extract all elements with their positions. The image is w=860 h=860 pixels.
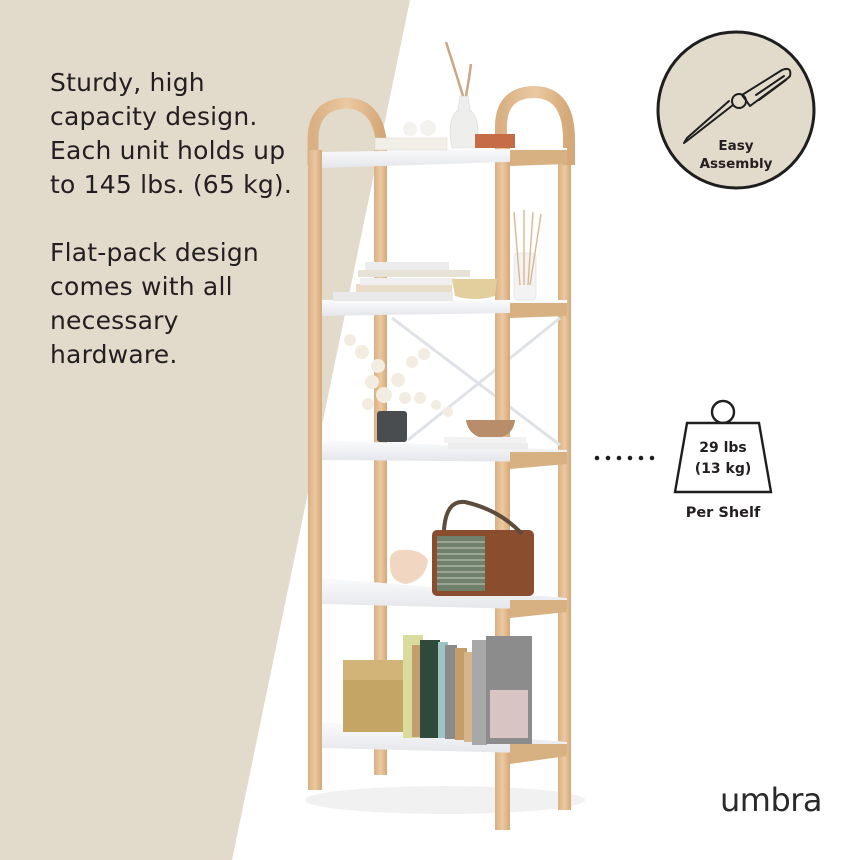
shelf-2-decor bbox=[333, 210, 542, 301]
front-left-leg bbox=[308, 150, 322, 790]
back-right-leg bbox=[558, 150, 571, 810]
easy-assembly-badge bbox=[656, 30, 816, 190]
shelf-1-decor bbox=[374, 41, 515, 151]
weight-callout bbox=[594, 399, 773, 494]
shelf-3 bbox=[322, 440, 567, 469]
feature-copy: Sturdy, high capacity design. Each unit … bbox=[50, 66, 310, 372]
easy-assembly-label: Easy Assembly bbox=[699, 138, 773, 172]
shelf-1 bbox=[322, 148, 567, 168]
umbra-logo: umbra bbox=[720, 781, 823, 819]
shelf-3-decor bbox=[344, 334, 528, 449]
weight-icon bbox=[673, 399, 773, 494]
capacity-description: Sturdy, high capacity design. Each unit … bbox=[50, 68, 293, 199]
shelf-5-decor bbox=[343, 635, 532, 745]
dotted-leader bbox=[594, 455, 655, 461]
flatpack-description: Flat-pack design comes with all necessar… bbox=[50, 238, 259, 369]
per-shelf-caption: Per Shelf bbox=[685, 505, 761, 521]
shelf-4-decor bbox=[389, 499, 534, 596]
screwdriver-icon bbox=[683, 67, 792, 144]
weight-value: 29 lbs (13 kg) bbox=[694, 440, 752, 477]
shelf-2 bbox=[322, 300, 567, 318]
